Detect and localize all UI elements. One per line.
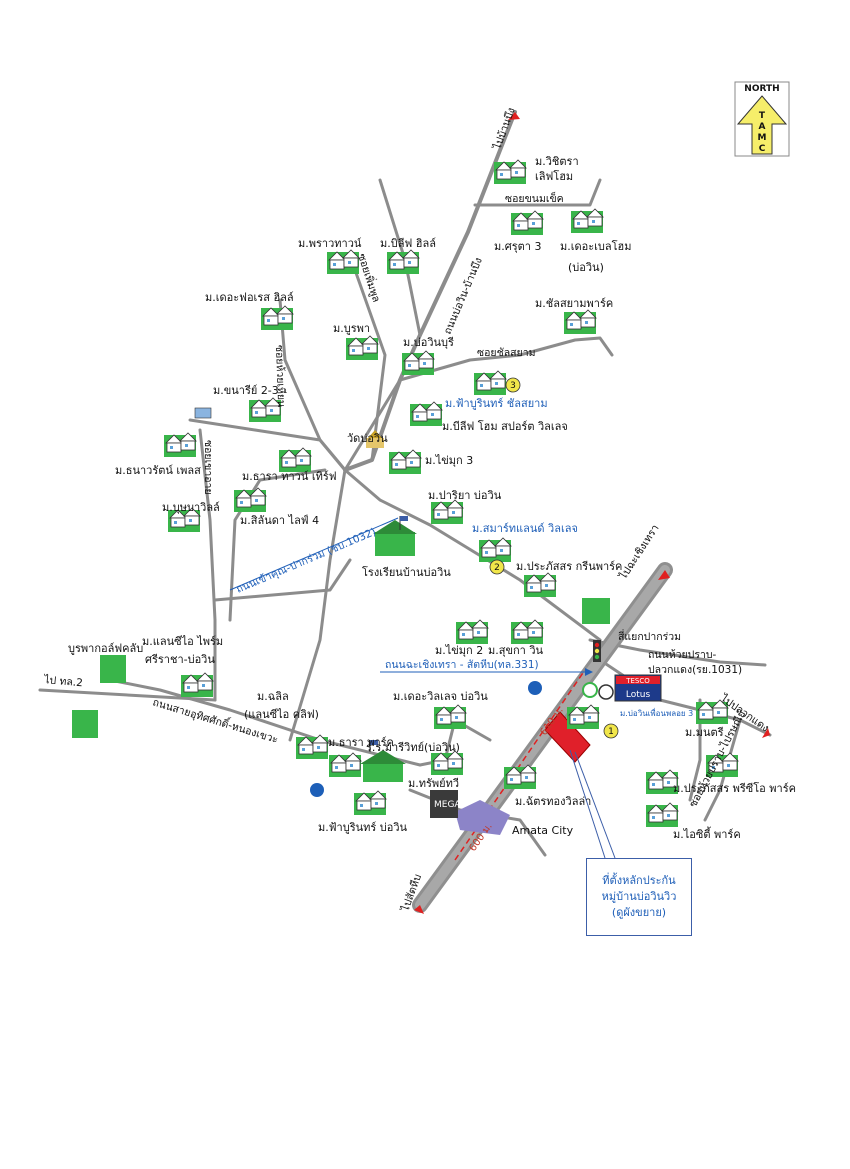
callout-line-2: หมู่บ้านบ่อวินวิว [601,890,677,903]
road-label-chachoengsao: ถนนฉะเชิงเทรา - สัตหีบ(ทล.331) [385,658,539,671]
place-vichitra: ม.วิชิตรา [535,155,579,168]
sign-icon [194,407,212,419]
road-label-soi-khanom: ซอยขนมเข็ค [505,191,564,205]
place-believe-home: ม.บีลีฟ โฮม สปอร์ต วิลเลจ [442,419,568,433]
place-prakas-primo: ม.ประภัสสร พรีซีโอ พาร์ค [673,781,796,795]
place-school: โรงเรียนบ้านบ่อวิน [362,565,451,579]
place-thanawan: ม.ธนาวรัตน์ เพลส [115,464,201,477]
place-chonlasiam-park: ม.ชัลสยามพาร์ค [535,297,613,310]
north-arrow: NORTH T A M C [734,81,790,157]
north-label: NORTH [744,84,779,94]
place-fah-buri: ม.ฟ้าบูรินทร์ ชัลสยาม [445,397,548,410]
road-label-soi-khaoya: ซอยเขาอาย [202,440,214,495]
road-label-soi-pheng: ซอยเพิ่มพูล [355,252,384,304]
place-bupha: ม.บุษบาวิลล์ [162,501,220,514]
road-label-soi-huai: ซอยห้วยเหียน [273,345,288,408]
amata-area [455,800,510,835]
arrow-south-end [414,905,424,914]
north-letter-t: T [759,111,766,121]
wat-icon [366,430,384,448]
school-icon [373,516,417,556]
arrow-north-end [658,570,670,580]
place-phaimook3: ม.ไข่มุก 3 [425,454,473,467]
place-burapha-golf: บูรพากอล์ฟคลับ [68,642,143,655]
road-label-huayprab: ถนนห้วยปราบ- [648,649,717,661]
road-label-bowin-banbueng: ถนนบ่อวิน-บ้านบึง [442,256,485,336]
place-tara-park: ม.ธารา พาร์ค [328,736,394,749]
place-de-forest: ม.เดอะฟอเรส ฮิลล์ [205,291,294,304]
tesco-label: TESCO [625,677,650,685]
arrow-pluakdaeng-end [762,728,770,738]
place-fahburin-bowin: ม.ฟ้าบูรินทร์ บ่อวิน [318,821,408,834]
place-montree: ม.มนตรี [685,726,724,739]
gas-station-icon [528,681,542,695]
place-chalil-2: (แลนซีไอ คลิฟ) [244,708,319,721]
target-site [544,711,616,859]
temple-green-icon [582,598,610,624]
place-de-bell: ม.เดอะเบลโฮม [560,239,632,253]
place-de-bell-2: (บ่อวิน) [568,261,604,274]
school-icon-2 [360,740,406,782]
road-label-soi-chonlasiam: ซอยชัลสยาม [477,347,536,359]
north-letter-c: C [759,144,766,154]
blue-road-lines [229,517,593,676]
place-sukka-win: ม.สุขกา วิน [488,644,543,657]
mega-store-icon [430,790,458,818]
place-prao-town: ม.พราวทาวน์ [298,237,362,250]
marker-3: 3 [505,377,521,393]
place-chalil: ม.ฉลิล [257,690,289,703]
place-sap-thawee: ม.ทรัพย์ทวี [408,777,459,790]
arrow-banbueng-end [508,112,520,120]
north-letter-a: A [759,122,766,132]
ptt-icon [598,684,614,700]
marker-2: 2 [489,559,505,575]
place-billif-hill: ม.บิลีฟ ฮิลล์ [380,237,436,250]
place-land-sea: ม.แลนซีไอ ไพร์ม [142,635,223,648]
gas-station-icon-2 [310,783,324,797]
road-label-to-banbueng: ไปบ้านบึง [490,106,517,152]
road-label-intersection: สี่แยกปากร่วม [618,629,681,643]
place-amata: Amata City [512,824,574,837]
place-i-city: ม.ไอซิตี้ พาร์ค [673,826,741,841]
place-de-villa: ม.เดอะวิลเลจ บ่อวิน [393,690,488,703]
road-label-to-road2: ไป ทล.2 [43,673,84,689]
callout-line-3: (ดูผังขยาย) [611,906,667,919]
place-sriphoom3: ม.ศรุตา 3 [494,240,541,253]
mega-label: MEGA [434,800,461,810]
place-ror-ror: ร.ร.มารีวิทย์(บ่อวิน) [366,741,460,754]
road-label-huayprab-2: ปลวกแดง(รย.1031) [648,664,742,676]
place-chatrathong: ม.ฉัตรทองวิลล่า [515,795,591,808]
place-prakas-green: ม.ประภัสสร กรีนพาร์ค [516,560,622,573]
place-pariya: ม.ปาริยา บ่อวิน [428,489,502,502]
svg-text:1: 1 [608,727,614,737]
main-highway [412,112,770,914]
place-bowin-buri: ม.บ่อวินบุรี [403,336,454,349]
place-bowin-view: ม.บ่อวินเพื่อนพลอย 3 [620,707,693,718]
marker-1: 1 [603,723,619,739]
callout-box: ที่ตั้งหลักประกัน หมู่บ้านบ่อวินวิว (ดูผ… [586,858,692,936]
place-labels: ม.วิชิตรา เลิฟโฮม ม.ศรุตา 3 ม.เดอะเบลโฮม… [68,155,796,841]
shell-icon [582,682,598,698]
place-khanaree: ม.ขนารีย์ 2-3 [213,384,279,397]
svg-text:2: 2 [494,563,500,573]
road-label-khaokham: ถนนเข้าคุณ-ปากร่วม (ชบ.1032) [234,526,377,596]
place-silanda: ม.สิลันดา ไลฟ์ 4 [240,514,319,527]
golf-icon [100,655,126,683]
place-land-sea-2: ศรีราชา-บ่อวิน [145,653,215,666]
golf-icon-2 [72,710,98,738]
callout-line-1: ที่ตั้งหลักประกัน [602,874,676,887]
place-wat-bowin: วัดบ่อวิน [347,432,388,445]
tesco-lotus-icon: TESCO Lotus [614,674,662,702]
place-thara-town: ม.ธารา ทาวน์ เทิร์ฟ [242,470,337,483]
north-letter-m: M [758,133,767,143]
place-smart-land: ม.สมาร์ทแลนด์ วิลเลจ [472,522,578,535]
svg-text:3: 3 [510,381,516,391]
place-vichitra-2: เลิฟโฮม [535,169,573,183]
place-phaimook2: ม.ไข่มุก 2 [435,644,483,657]
place-burapha: ม.บูรพา [333,322,370,335]
lotus-label: Lotus [626,690,651,700]
